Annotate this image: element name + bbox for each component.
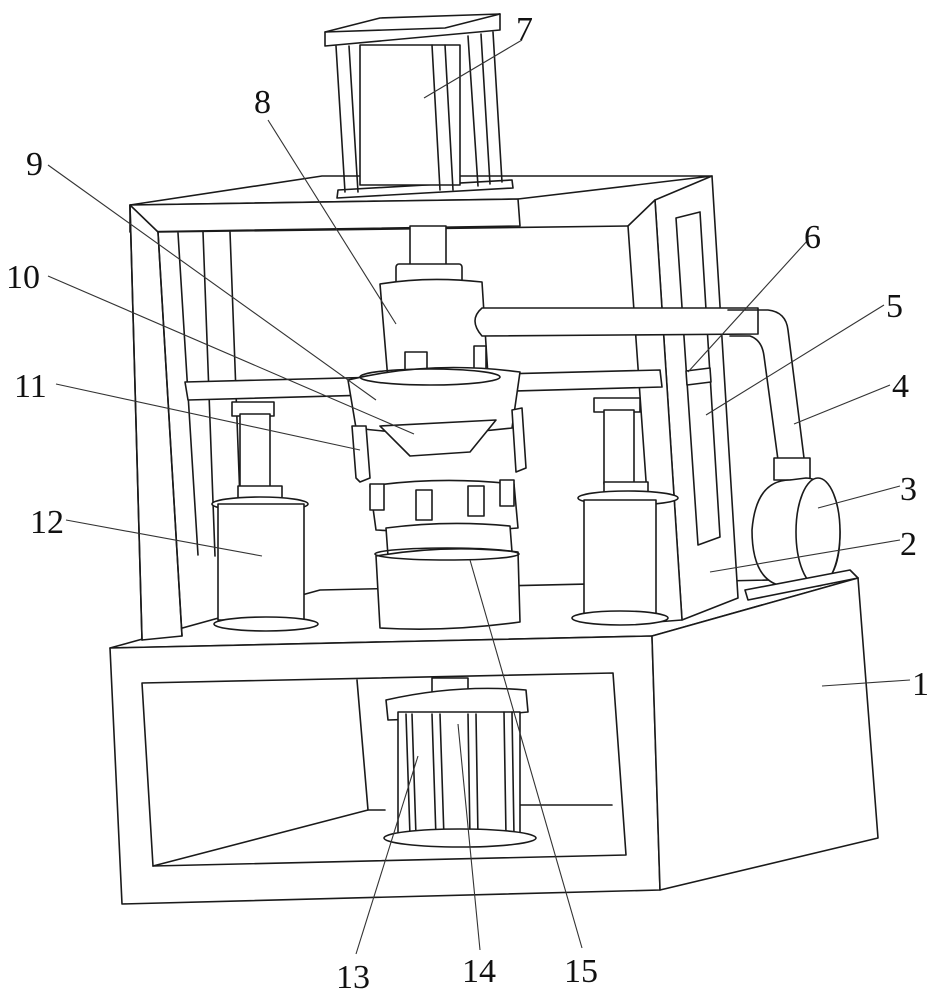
hopper-assembly [347, 366, 527, 483]
rotary-seat [374, 547, 521, 630]
gear-mold [369, 479, 519, 559]
label-2: 2 [900, 526, 917, 563]
label-4: 4 [892, 368, 909, 405]
label-1: 1 [912, 666, 929, 703]
label-13: 13 [336, 959, 370, 996]
pipe [727, 309, 811, 481]
label-11: 11 [14, 368, 47, 405]
side-cylinder-right [571, 397, 679, 626]
label-7: 7 [516, 11, 533, 48]
label-8: 8 [254, 84, 271, 121]
pump [744, 477, 859, 601]
label-6: 6 [804, 219, 821, 256]
top-cylinder [324, 13, 514, 199]
side-cylinder-left [211, 401, 319, 632]
label-3: 3 [900, 471, 917, 508]
bottom-motor [383, 677, 537, 848]
label-9: 9 [26, 146, 43, 183]
press-head [379, 225, 759, 381]
label-14: 14 [462, 953, 496, 990]
label-12: 12 [30, 504, 64, 541]
label-15: 15 [564, 953, 598, 990]
part-labels: 1 2 3 4 5 6 7 8 9 10 11 12 13 14 15 [6, 11, 929, 996]
label-10: 10 [6, 259, 40, 296]
label-5: 5 [886, 288, 903, 325]
leader-lines [47, 39, 911, 955]
